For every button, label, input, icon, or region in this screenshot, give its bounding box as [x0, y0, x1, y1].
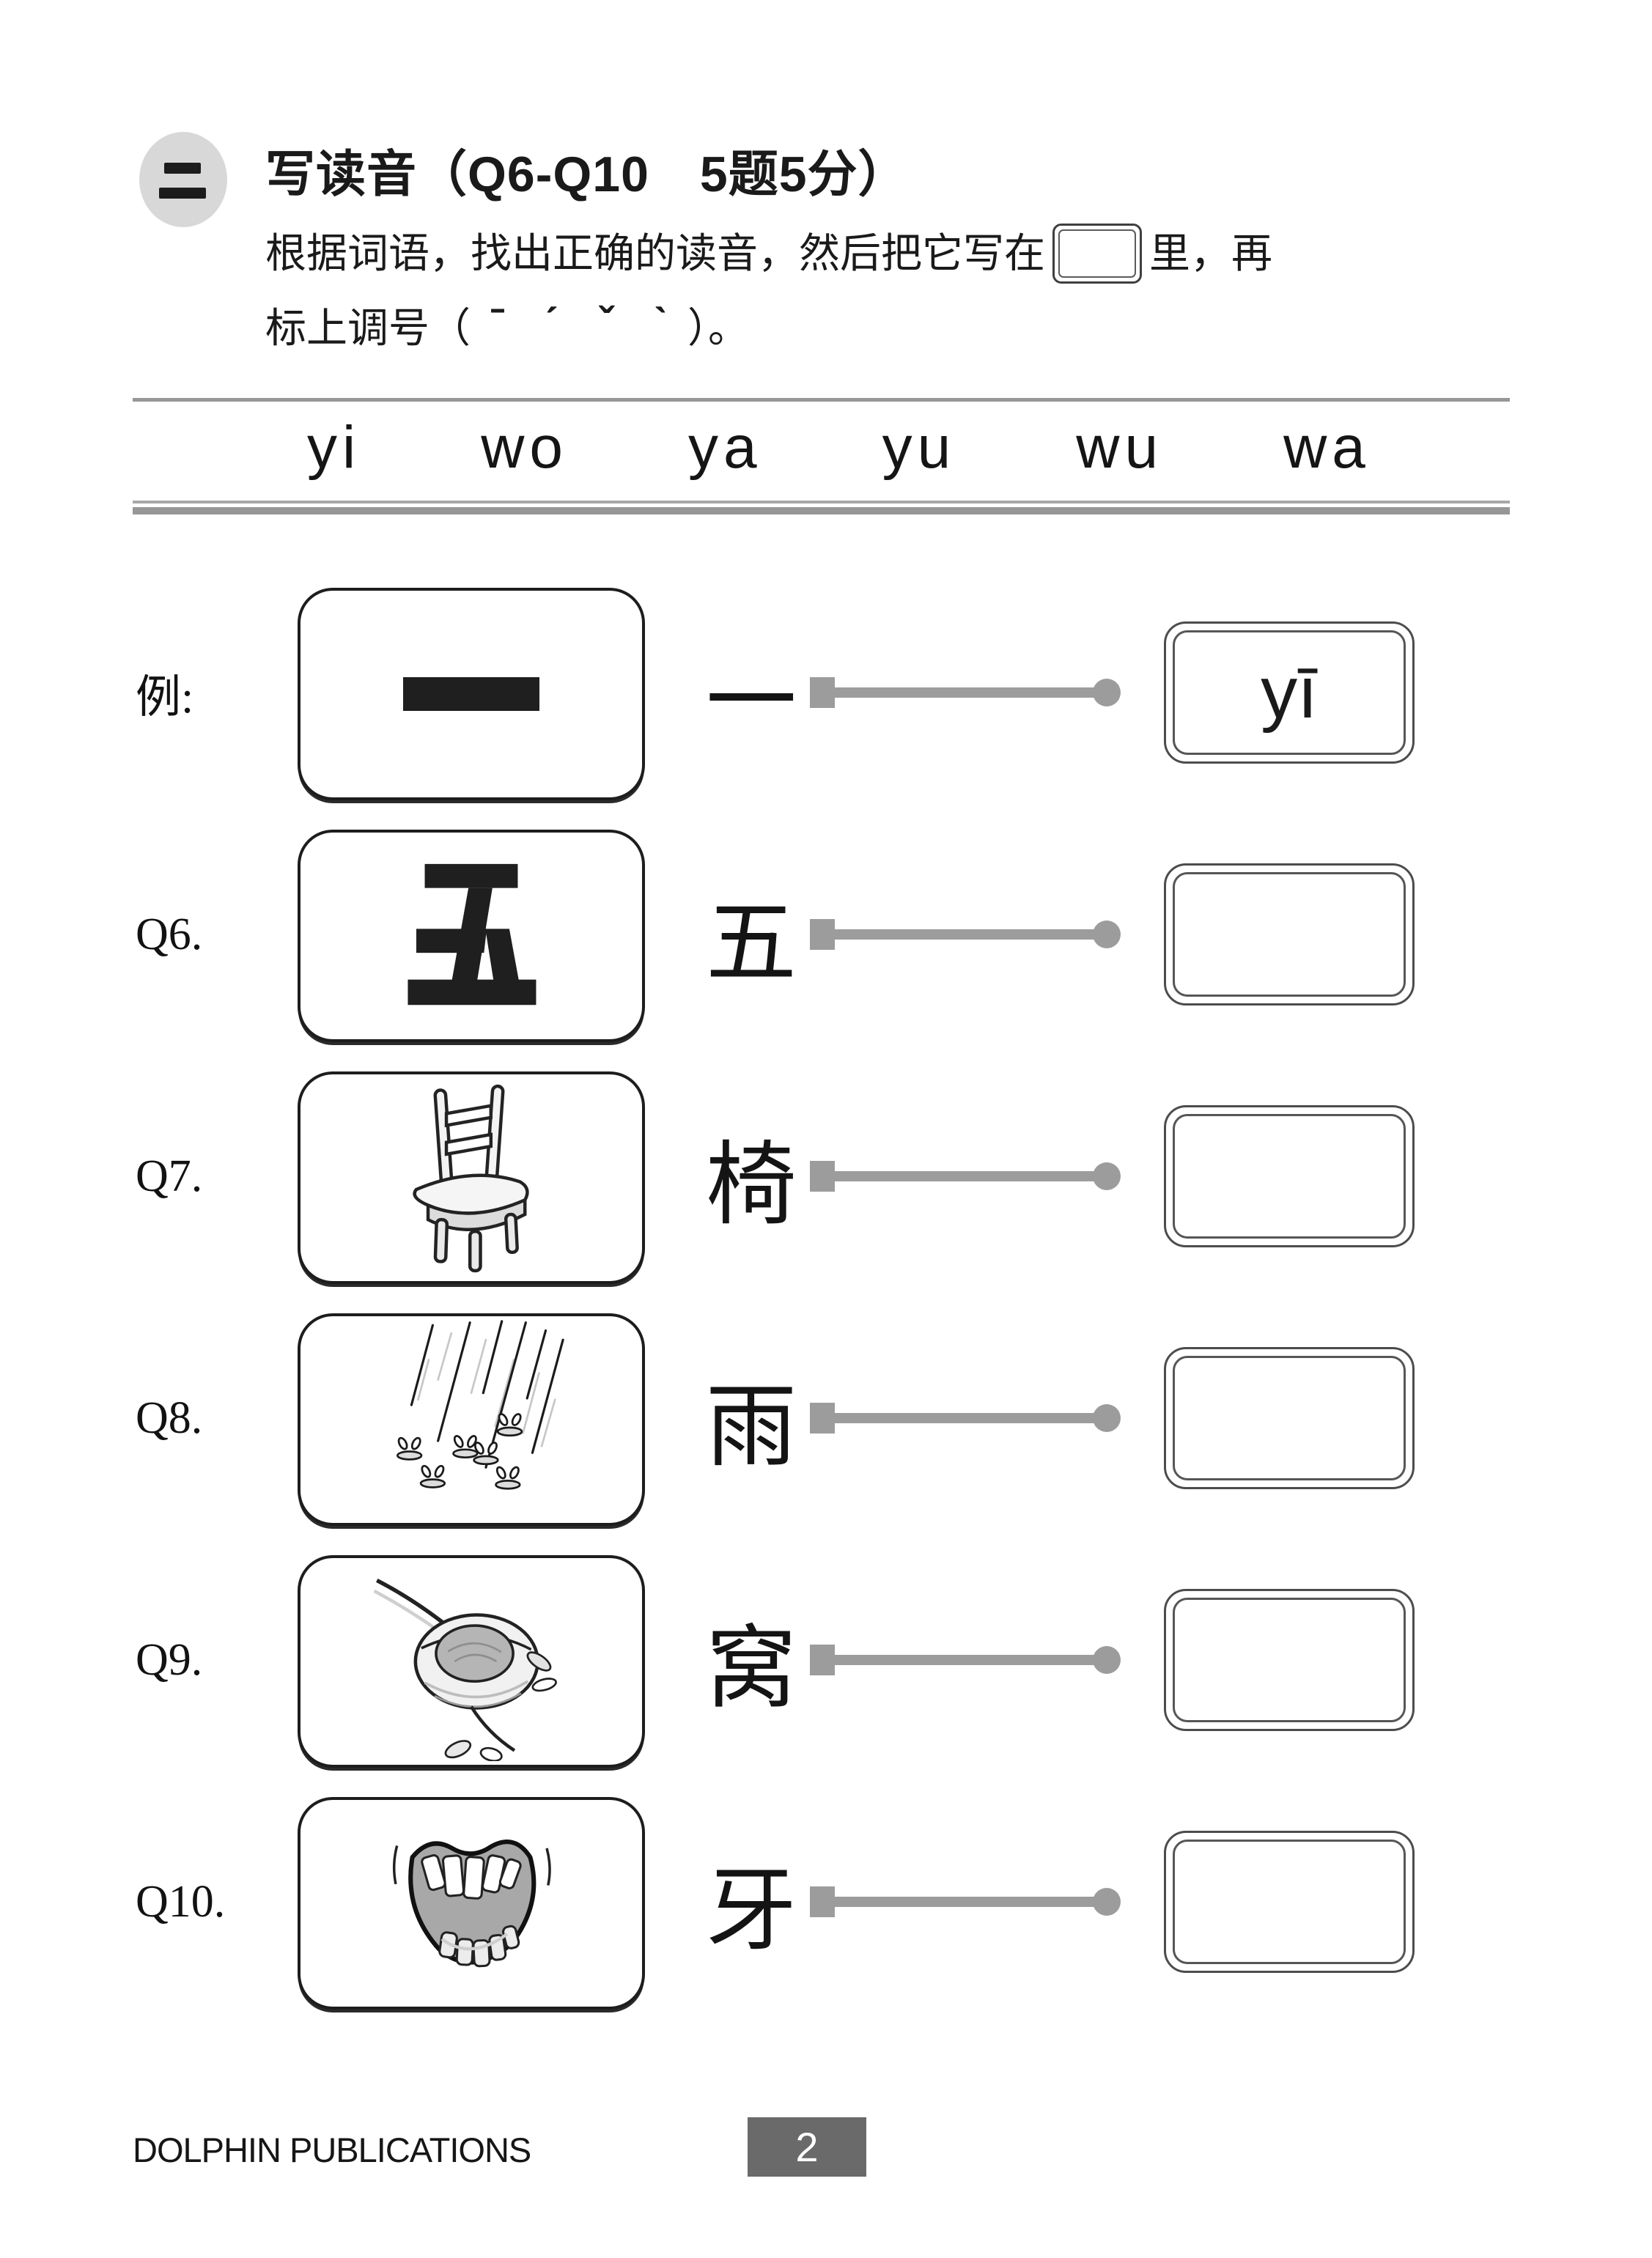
row-label: Q10.	[136, 1876, 226, 1927]
q8-word: 雨	[705, 1377, 797, 1477]
chair-illustration	[413, 1084, 529, 1273]
connector-round-cap	[1093, 920, 1121, 948]
q6-word: 五	[705, 893, 797, 994]
question-row-q8: Q8.	[0, 1312, 1652, 1526]
q9-word: 窝	[705, 1619, 797, 1719]
connector-round-cap	[1093, 1162, 1121, 1190]
badge-er-stroke-bottom	[159, 188, 206, 199]
connector-line	[810, 828, 1125, 1041]
q7-answer-text	[1173, 1114, 1406, 1239]
badge-er-stroke-top	[164, 163, 201, 174]
rain-illustration	[397, 1320, 564, 1490]
q9-picture-box	[298, 1555, 645, 1768]
page-number-badge: 2	[748, 2117, 866, 2177]
row-label: Q9.	[136, 1634, 203, 1685]
connector-bar	[826, 1897, 1109, 1907]
connector-round-cap	[1093, 1888, 1121, 1916]
q7-word: 椅	[705, 1135, 797, 1236]
connector-line	[810, 1554, 1125, 1766]
q7-picture-box	[298, 1071, 645, 1284]
instruction-line-2: 标上调号（ ˉ ˊ ˇ ˋ ）。	[265, 295, 749, 362]
connector-line	[810, 1312, 1125, 1524]
instruction-line2-post: ）。	[687, 305, 749, 351]
example-picture-box	[298, 588, 645, 800]
connector-line	[810, 586, 1125, 799]
connector-round-cap	[1093, 1646, 1121, 1674]
section-number-badge	[139, 132, 227, 227]
q9-answer-text	[1173, 1598, 1406, 1722]
connector-round-cap	[1093, 1404, 1121, 1432]
open-mouth-illustration	[392, 1840, 551, 1968]
q8-answer-box	[1164, 1347, 1415, 1489]
question-row-q9: Q9. 窝	[0, 1554, 1652, 1768]
question-row-q7: Q7. 椅	[0, 1070, 1652, 1284]
word-bank-item-ya: ya	[688, 414, 762, 481]
connector-round-cap	[1093, 679, 1121, 706]
word-bank-item-wo: wo	[481, 414, 569, 481]
tone-mark-3: ˇ	[598, 299, 613, 348]
instruction-line-1: 根据词语，找出正确的读音，然后把它写在 里，再	[265, 220, 1272, 287]
page-number: 2	[795, 2124, 819, 2170]
row-label: Q6.	[136, 909, 203, 959]
question-row-q10: Q10.	[0, 1796, 1652, 2010]
bold-one-glyph	[403, 677, 539, 711]
bold-five-glyph	[408, 863, 536, 1006]
row-label: Q7.	[136, 1151, 203, 1201]
section-title: 写读音（Q6-Q10 5题5分）	[265, 147, 909, 202]
q6-answer-text	[1173, 872, 1406, 997]
q9-answer-box	[1164, 1589, 1415, 1731]
word-bank-item-yi: yi	[307, 414, 361, 481]
q7-answer-box	[1164, 1105, 1415, 1247]
example-answer-box: yī	[1164, 621, 1415, 764]
bird-nest-illustration	[373, 1578, 557, 1761]
tone-mark-2: ˊ	[544, 299, 559, 348]
inline-answer-box-icon	[1052, 224, 1142, 284]
publisher-name: DOLPHIN PUBLICATIONS	[133, 2130, 531, 2169]
word-bank-item-wu: wu	[1076, 414, 1164, 481]
instruction-line1-post: 里，再	[1149, 230, 1272, 276]
q6-picture-box	[298, 830, 645, 1042]
row-label: 例:	[136, 673, 194, 723]
instruction-line1-pre: 根据词语，找出正确的读音，然后把它写在	[265, 230, 1045, 276]
q6-answer-box	[1164, 863, 1415, 1006]
connector-bar	[826, 929, 1109, 940]
connector-bar	[826, 687, 1109, 698]
q10-picture-box	[298, 1797, 645, 2010]
example-row: 例: 一 yī	[0, 586, 1652, 800]
q8-picture-box	[298, 1313, 645, 1526]
q10-answer-text	[1173, 1840, 1406, 1964]
word-bank-bottom-rule-thick	[133, 507, 1510, 514]
q8-answer-text	[1173, 1356, 1406, 1480]
connector-bar	[826, 1655, 1109, 1665]
connector-bar	[826, 1413, 1109, 1423]
question-row-q6: Q6. 五	[0, 828, 1652, 1042]
word-bank-top-rule	[133, 398, 1510, 402]
instruction-line2-pre: 标上调号（	[265, 305, 471, 351]
connector-line	[810, 1796, 1125, 2008]
word-bank-bottom-rule-thin	[133, 501, 1510, 503]
word-bank-item-yu: yu	[882, 414, 956, 481]
example-answer-text: yī	[1173, 630, 1406, 755]
connector-bar	[826, 1171, 1109, 1181]
q10-word: 牙	[705, 1861, 797, 1961]
connector-line	[810, 1070, 1125, 1283]
example-word: 一	[705, 652, 797, 752]
word-bank: yi wo ya yu wu wa	[133, 407, 1510, 488]
row-label: Q8.	[136, 1392, 203, 1443]
tone-mark-4: ˋ	[652, 299, 668, 348]
tone-mark-1: ˉ	[490, 299, 505, 348]
q10-answer-box	[1164, 1831, 1415, 1973]
word-bank-item-wa: wa	[1283, 414, 1371, 481]
